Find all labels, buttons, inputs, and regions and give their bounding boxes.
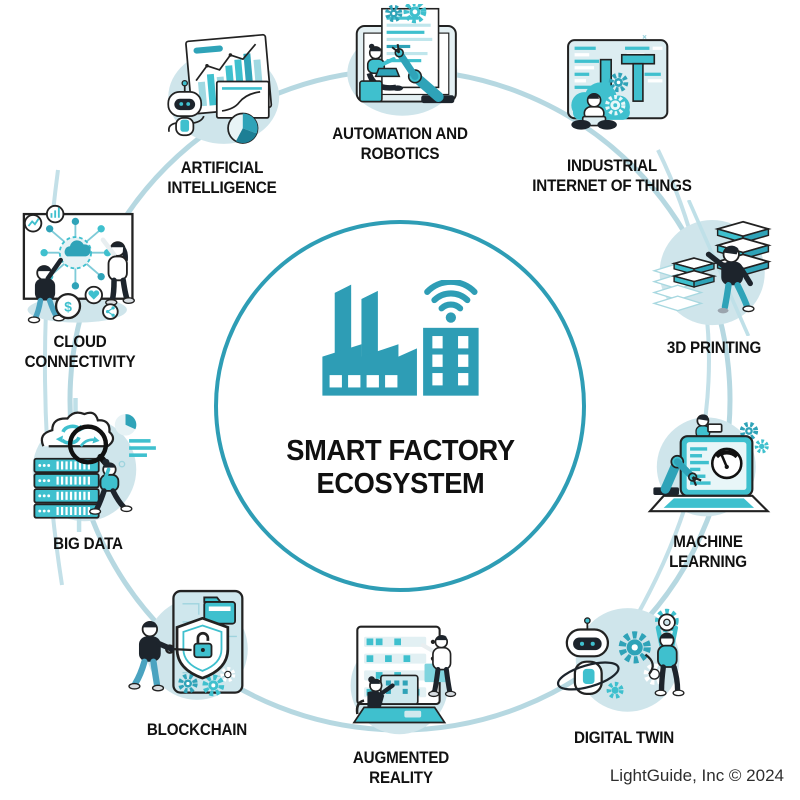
label-line: AUGMENTED xyxy=(352,749,450,767)
center-title-line1: SMART FACTORY xyxy=(285,435,515,467)
machine-learning-illustration xyxy=(647,414,771,517)
svg-text:$: $ xyxy=(64,300,72,315)
big-data-illustration xyxy=(32,398,156,532)
node-artificial-intelligence: ARTIFICIAL INTELLIGENCE xyxy=(136,26,308,198)
label-line: INTERNET OF THINGS xyxy=(532,176,692,195)
node-industrial-iot: INDUSTRIAL INTERNET OF THINGS xyxy=(524,32,700,196)
node-label-digital-twin: DIGITAL TWIN xyxy=(547,729,702,749)
label-line: REALITY xyxy=(369,768,433,787)
node-cloud-connectivity: $ CLOUD CONNECTIVITY xyxy=(0,192,164,372)
node-label-cloud-connectivity: CLOUD CONNECTIVITY xyxy=(3,333,158,372)
blockchain-illustration xyxy=(128,589,248,700)
label-line: INTELLIGENCE xyxy=(167,178,277,197)
node-big-data: BIG DATA xyxy=(4,398,172,555)
node-machine-learning: MACHINE LEARNING xyxy=(624,402,792,572)
label-line: 3D PRINTING xyxy=(666,339,762,357)
node-label-automation-robotics: AUTOMATION AND ROBOTICS xyxy=(319,125,481,164)
node-label-3d-printing: 3D PRINTING xyxy=(637,339,792,359)
industrial-iot-illustration xyxy=(567,34,669,130)
label-line: BIG DATA xyxy=(53,535,123,553)
label-line: CLOUD xyxy=(53,333,107,351)
automation-robotics-illustration xyxy=(347,4,458,116)
label-line: CONNECTIVITY xyxy=(24,352,136,371)
node-label-blockchain: BLOCKCHAIN xyxy=(119,721,275,741)
smart-factory-icon xyxy=(321,280,479,396)
node-label-big-data: BIG DATA xyxy=(11,535,166,555)
artificial-intelligence-illustration xyxy=(167,33,280,144)
center-title: SMART FACTORY ECOSYSTEM xyxy=(285,435,515,501)
label-line: LEARNING xyxy=(669,552,747,571)
label-line: MACHINE xyxy=(673,533,743,551)
center-title-line2: ECOSYSTEM xyxy=(316,468,484,500)
node-blockchain: BLOCKCHAIN xyxy=(112,582,282,741)
node-label-industrial-iot: INDUSTRIAL INTERNET OF THINGS xyxy=(531,157,693,196)
attribution-text: LightGuide, Inc © 2024 xyxy=(609,766,784,785)
node-label-machine-learning: MACHINE LEARNING xyxy=(631,533,786,572)
label-line: INDUSTRIAL xyxy=(566,157,658,175)
node-label-augmented-reality: AUGMENTED REALITY xyxy=(323,749,479,788)
cloud-connectivity-illustration: $ xyxy=(22,204,135,324)
node-automation-robotics: AUTOMATION AND ROBOTICS xyxy=(312,4,488,164)
label-line: DIGITAL TWIN xyxy=(573,729,675,747)
label-line: BLOCKCHAIN xyxy=(146,721,248,739)
3d-printing-illustration xyxy=(651,200,772,336)
node-augmented-reality: AUGMENTED REALITY xyxy=(316,620,486,788)
label-line: ARTIFICIAL xyxy=(180,159,264,177)
node-digital-twin: DIGITAL TWIN xyxy=(540,592,708,749)
node-label-artificial-intelligence: ARTIFICIAL INTELLIGENCE xyxy=(143,159,301,198)
node-3d-printing: 3D PRINTING xyxy=(630,200,798,359)
label-line: AUTOMATION AND xyxy=(332,125,468,143)
center-circle: SMART FACTORY ECOSYSTEM xyxy=(214,220,586,592)
label-line: ROBOTICS xyxy=(360,144,440,163)
augmented-reality-illustration xyxy=(350,625,457,735)
digital-twin-illustration xyxy=(556,608,685,712)
